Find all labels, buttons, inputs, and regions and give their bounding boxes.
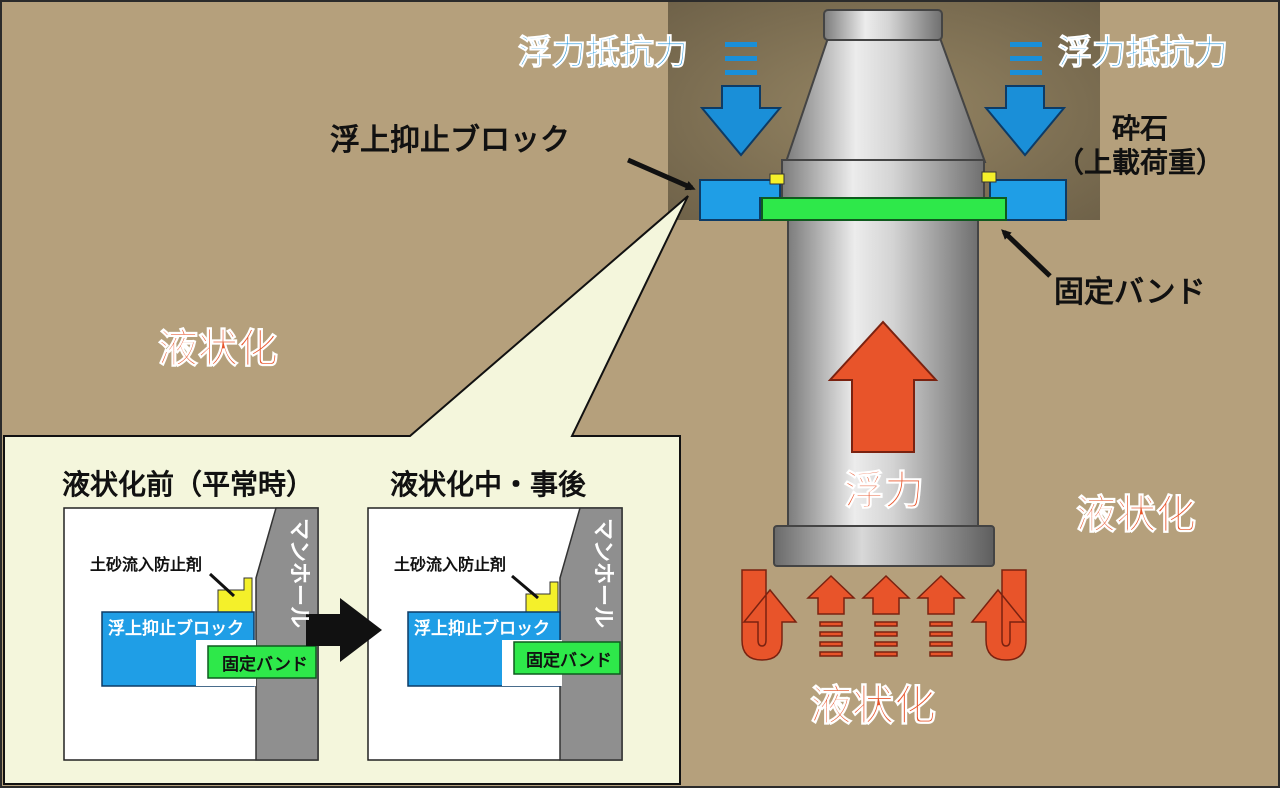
liquefaction-up-arrows xyxy=(806,574,966,657)
inset-before-manhole-label: マンホール xyxy=(286,518,311,628)
inset-before-manhole-wall xyxy=(255,507,319,761)
label-liquefaction-left: 液状化 xyxy=(158,326,278,372)
inset-before-band xyxy=(207,645,317,679)
label-fixing-band: 固定バンド xyxy=(1054,275,1206,310)
inset-after-band xyxy=(513,641,621,675)
inset-panel-before xyxy=(63,507,319,761)
inset-after-band-label: 固定バンド xyxy=(526,650,612,671)
label-resistance-left: 浮力抵抗力 xyxy=(518,33,688,73)
sealant-left xyxy=(769,173,785,185)
label-liquefaction-bottom: 液状化 xyxy=(810,681,936,730)
label-buoyancy: 浮力 xyxy=(844,468,924,514)
inset-before-pointer xyxy=(208,572,236,598)
label-resistance-right: 浮力抵抗力 xyxy=(1058,33,1228,73)
manhole-collar xyxy=(781,159,985,201)
inset-after-block-label: 浮上抑止ブロック xyxy=(414,618,550,639)
pointer-arrow-block xyxy=(626,157,696,191)
pointer-arrow-band xyxy=(1001,229,1052,278)
manhole-base xyxy=(773,525,995,567)
transition-arrow xyxy=(306,598,382,662)
manhole-top-ring xyxy=(823,9,943,41)
resistance-arrow-left xyxy=(699,42,783,157)
label-crushed-stone: 砕石 xyxy=(1112,112,1168,145)
inset-after-sealant-label: 土砂流入防止剤 xyxy=(394,555,506,574)
label-liquefaction-right: 液状化 xyxy=(1076,492,1196,538)
inset-before-sealant-label: 土砂流入防止剤 xyxy=(90,555,202,574)
inset-title-before: 液状化前（平常時） xyxy=(62,468,314,501)
label-flotation-block: 浮上抑止ブロック xyxy=(330,123,570,158)
inset-panel-after xyxy=(367,507,623,761)
inset-before-band-label: 固定バンド xyxy=(222,654,308,675)
inset-title-after: 液状化中・事後 xyxy=(390,468,587,501)
buoyancy-arrow xyxy=(827,320,939,453)
label-crushed-stone-sub: （上載荷重） xyxy=(1056,146,1224,179)
inset-after-pointer xyxy=(511,574,539,600)
inset-after-manhole-wall xyxy=(559,507,623,761)
inset-before-block-label: 浮上抑止ブロック xyxy=(108,618,244,639)
sealant-right xyxy=(981,171,997,183)
fixing-band xyxy=(761,197,1007,221)
uturn-arrow-right xyxy=(970,569,1027,661)
uturn-arrow-left xyxy=(741,569,798,661)
inset-after-manhole-label: マンホール xyxy=(590,518,615,628)
resistance-arrow-right xyxy=(983,42,1067,157)
